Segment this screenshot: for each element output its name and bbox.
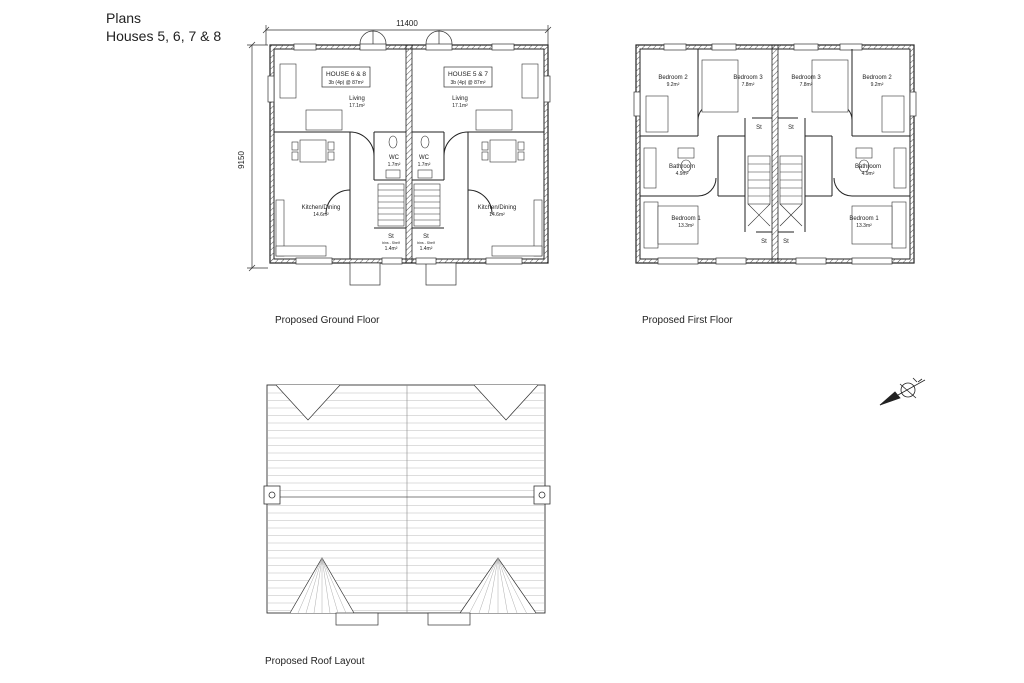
dormer-hatch-line — [497, 557, 527, 614]
room-store-left: St — [388, 234, 394, 240]
ff-bed1-area-left: 13.3m² — [678, 223, 694, 229]
dimension-width — [262, 25, 552, 45]
dormer-hatch-line — [478, 557, 499, 614]
ff-bath-area-right: 4.9m² — [862, 171, 875, 177]
dormer-hatch-line — [469, 557, 499, 614]
room-wc-right: WC — [419, 155, 430, 161]
dormer-hatch-line — [497, 557, 508, 614]
dormer-hatch-line — [321, 557, 339, 614]
ff-st1-left: St — [756, 125, 762, 131]
ff-furniture — [643, 59, 907, 249]
ff-bed1-area-right: 13.3m² — [856, 223, 872, 229]
ff-st1-right: St — [788, 125, 794, 131]
ff-windows — [633, 43, 917, 265]
ground-floor-plan: 11400 9150 — [237, 19, 552, 286]
room-wc-area-right: 1.7m² — [418, 162, 431, 168]
party-wall — [405, 44, 413, 264]
wall-hatch-right — [544, 45, 548, 263]
dimension-depth — [247, 41, 268, 272]
dormer-hatch-line — [313, 557, 323, 614]
room-store-area-right: 1.4m² — [420, 246, 433, 252]
room-wc-left: WC — [389, 155, 400, 161]
ff-bed3-left: Bedroom 3 — [733, 75, 763, 81]
ff-bath-area-left: 4.9m² — [676, 171, 689, 177]
internal-walls — [274, 131, 544, 259]
ff-hatch-left — [636, 45, 640, 263]
room-store-note-right: bins - Shelf — [417, 241, 435, 245]
rear-doors — [293, 30, 515, 51]
ff-bed3-right: Bedroom 3 — [791, 75, 821, 81]
room-store-area-left: 1.4m² — [385, 246, 398, 252]
ff-stairs — [747, 155, 803, 227]
ff-bed3-area-right: 7.8m² — [800, 82, 813, 88]
dormer-hatch-line — [305, 557, 323, 614]
dormer-hatch-line — [321, 557, 331, 614]
room-kitchen-area-right: 14.6m² — [489, 212, 505, 218]
page-subtitle: Houses 5, 6, 7 & 8 — [106, 28, 222, 44]
compass-icon — [879, 377, 926, 406]
first-floor-plan: Bedroom 2 9.2m² Bedroom 3 7.8m² Bathroom… — [633, 43, 917, 265]
stairs — [377, 183, 441, 227]
house-label-left: HOUSE 6 & 8 — [326, 71, 366, 78]
dormer-hatch-line — [297, 557, 323, 614]
page-title: Plans — [106, 10, 142, 26]
roof-caption: Proposed Roof Layout — [265, 656, 365, 667]
house-sub-left: 3b (4p) @ 87m² — [328, 80, 363, 86]
room-living-right: Living — [452, 96, 468, 102]
roof-chimneys — [263, 485, 551, 505]
room-store-note-left: bins - Shelf — [382, 241, 400, 245]
house-label-box-left — [321, 66, 371, 88]
ff-st2-right: St — [783, 239, 789, 245]
first-floor-caption: Proposed First Floor — [642, 315, 733, 326]
ff-party-wall — [771, 44, 779, 264]
dormer-hatch-line — [321, 557, 347, 614]
ground-floor-caption: Proposed Ground Floor — [275, 315, 380, 326]
ff-bed2-area-left: 9.2m² — [667, 82, 680, 88]
room-kitchen-left: Kitchen/Dining — [302, 205, 341, 211]
ff-bath-left: Bathroom — [669, 164, 695, 170]
ff-bed2-right: Bedroom 2 — [862, 75, 892, 81]
room-living-area-right: 17.1m² — [452, 103, 468, 109]
side-windows — [267, 75, 551, 103]
depth-dimension-label: 9150 — [237, 151, 246, 169]
house-sub-right: 3b (4p) @ 87m² — [450, 80, 485, 86]
ff-bed1-left: Bedroom 1 — [671, 216, 701, 222]
front-windows — [295, 257, 523, 286]
ff-st2-left: St — [761, 239, 767, 245]
ff-bed2-area-right: 9.2m² — [871, 82, 884, 88]
wall-hatch-left — [270, 45, 274, 263]
room-kitchen-right: Kitchen/Dining — [478, 205, 517, 211]
room-living-area-left: 17.1m² — [349, 103, 365, 109]
roof-plan — [263, 384, 551, 626]
dormer-hatch-line — [488, 557, 499, 614]
room-wc-area-left: 1.7m² — [388, 162, 401, 168]
ff-bed2-left: Bedroom 2 — [658, 75, 688, 81]
house-label-box-right — [443, 66, 493, 88]
ff-internal-walls — [640, 49, 910, 233]
house-label-right: HOUSE 5 & 7 — [448, 71, 488, 78]
dormer-hatch-line — [497, 557, 518, 614]
ff-hatch-right — [910, 45, 914, 263]
furniture — [275, 63, 543, 257]
dormer-hatching — [297, 557, 527, 614]
ff-bed1-right: Bedroom 1 — [849, 216, 879, 222]
room-living-left: Living — [349, 96, 365, 102]
plans-title: Plans Houses 5, 6, 7 & 8 — [106, 9, 221, 45]
width-dimension-label: 11400 — [396, 19, 418, 28]
room-store-right: St — [423, 234, 429, 240]
ff-bed3-area-left: 7.8m² — [742, 82, 755, 88]
ff-bath-right: Bathroom — [855, 164, 881, 170]
room-kitchen-area-left: 14.6m² — [313, 212, 329, 218]
